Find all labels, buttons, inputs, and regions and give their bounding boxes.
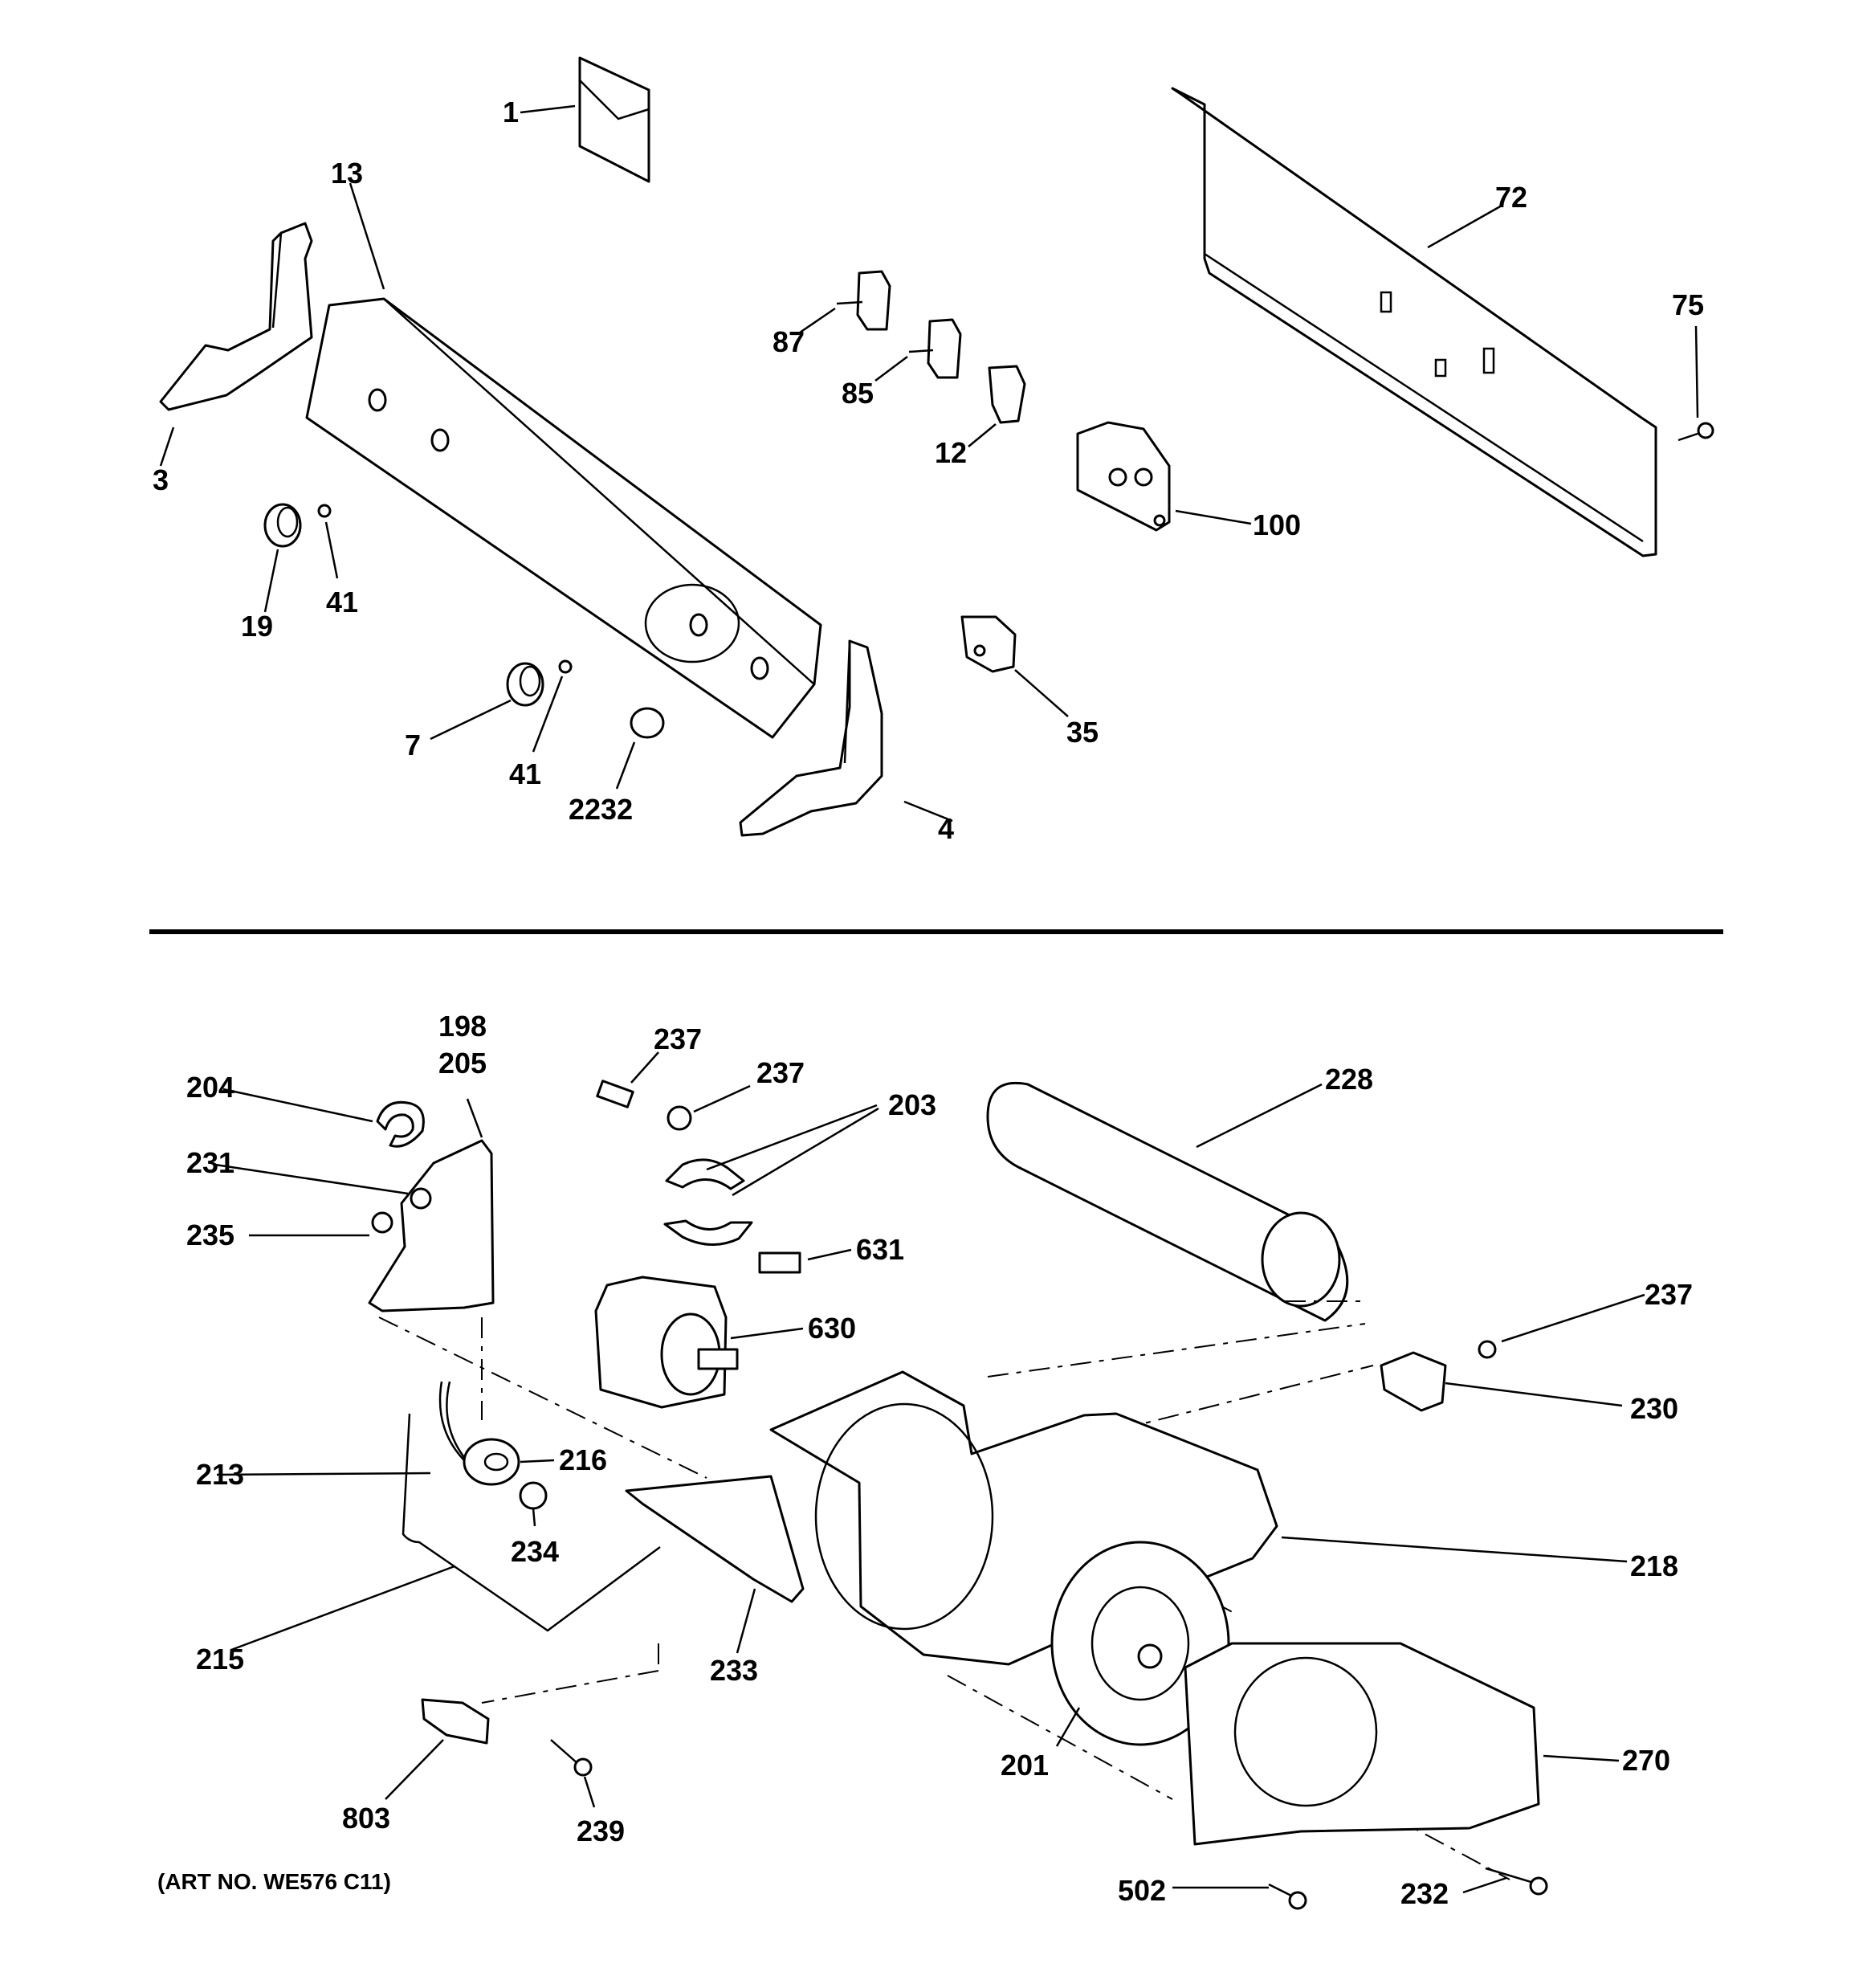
label-230: 230	[1630, 1392, 1678, 1425]
label-237-b: 237	[756, 1056, 805, 1089]
label-218: 218	[1630, 1549, 1678, 1582]
part-13-control-panel	[305, 182, 822, 739]
part-87-switch	[799, 270, 891, 334]
part-502-screw	[1172, 1883, 1307, 1910]
part-4-right-endcap	[739, 639, 953, 837]
part-803-switch	[385, 1698, 490, 1800]
part-201-blower-wheel	[1050, 1541, 1230, 1747]
part-237-bolt-a	[596, 1051, 659, 1108]
part-12-switch	[968, 365, 1026, 447]
part-630-motor	[594, 1276, 804, 1409]
label-235: 235	[186, 1219, 234, 1251]
label-3: 3	[153, 463, 169, 496]
part-2232-button	[615, 707, 665, 790]
part-204-clip	[222, 1088, 425, 1148]
label-231: 231	[186, 1146, 234, 1179]
label-204: 204	[186, 1071, 234, 1104]
label-234: 234	[511, 1535, 559, 1568]
part-233-motor-mount	[625, 1475, 805, 1654]
part-237-screw-c	[1478, 1293, 1645, 1359]
label-239: 239	[577, 1815, 625, 1847]
label-35: 35	[1066, 716, 1099, 749]
label-12: 12	[935, 436, 967, 469]
part-205-bracket	[368, 1098, 495, 1312]
label-233: 233	[710, 1654, 758, 1687]
part-230-thermostat	[1380, 1351, 1623, 1412]
label-4: 4	[938, 812, 954, 845]
art-number-footnote: (ART NO. WE576 C11)	[157, 1869, 391, 1894]
callout-labels: 1 13 3 19 41 7 41 2232 4 87 85 12 100 35…	[153, 96, 1704, 1910]
part-232-screw	[1462, 1867, 1548, 1896]
label-228: 228	[1325, 1063, 1373, 1096]
label-41-b: 41	[509, 757, 541, 790]
label-13: 13	[331, 157, 363, 190]
label-100: 100	[1253, 508, 1301, 541]
label-803: 803	[342, 1802, 390, 1835]
label-85: 85	[842, 377, 874, 410]
label-7: 7	[405, 729, 421, 761]
label-75: 75	[1672, 288, 1704, 321]
part-19-knob	[263, 503, 302, 613]
part-75-screw	[1678, 325, 1714, 442]
part-1-envelope	[520, 56, 650, 183]
label-502: 502	[1118, 1874, 1166, 1907]
part-85-switch	[874, 318, 962, 382]
label-630: 630	[808, 1312, 856, 1345]
part-235-screw	[249, 1211, 393, 1237]
label-237-c: 237	[1645, 1278, 1693, 1311]
part-3-left-endcap	[159, 222, 313, 467]
part-239-screw	[550, 1739, 596, 1808]
label-631: 631	[856, 1233, 904, 1266]
label-203: 203	[888, 1088, 936, 1121]
part-100-timer	[1076, 421, 1252, 532]
part-228-duct	[986, 1081, 1349, 1322]
label-41-a: 41	[326, 586, 358, 618]
label-201: 201	[1001, 1749, 1049, 1782]
label-1: 1	[503, 96, 519, 129]
label-198: 198	[438, 1010, 487, 1043]
part-234-pulley	[519, 1481, 548, 1527]
label-232: 232	[1400, 1877, 1449, 1910]
label-72: 72	[1495, 181, 1527, 214]
part-216-idler-pulley	[463, 1438, 555, 1486]
label-270: 270	[1622, 1744, 1670, 1777]
part-203-clamps	[663, 1104, 879, 1247]
part-237-screw-b	[667, 1084, 751, 1131]
label-2232: 2232	[569, 793, 633, 826]
label-87: 87	[773, 325, 805, 358]
label-237-a: 237	[654, 1023, 702, 1055]
part-41-clip-a	[317, 504, 339, 579]
label-213: 213	[196, 1458, 244, 1491]
label-205: 205	[438, 1047, 487, 1080]
part-7-knob	[430, 662, 544, 741]
part-35-switch	[960, 615, 1069, 717]
label-19: 19	[241, 610, 273, 643]
part-72-rear-panel	[1171, 87, 1657, 557]
part-215-idler-arm	[230, 1413, 661, 1651]
part-231-screw	[214, 1163, 432, 1210]
part-270-blower-cover	[1184, 1642, 1620, 1846]
part-631-connector	[758, 1248, 852, 1274]
part-41-clip-b	[532, 659, 573, 753]
label-215: 215	[196, 1643, 244, 1676]
part-213-belt	[216, 1381, 471, 1476]
label-216: 216	[559, 1443, 607, 1476]
